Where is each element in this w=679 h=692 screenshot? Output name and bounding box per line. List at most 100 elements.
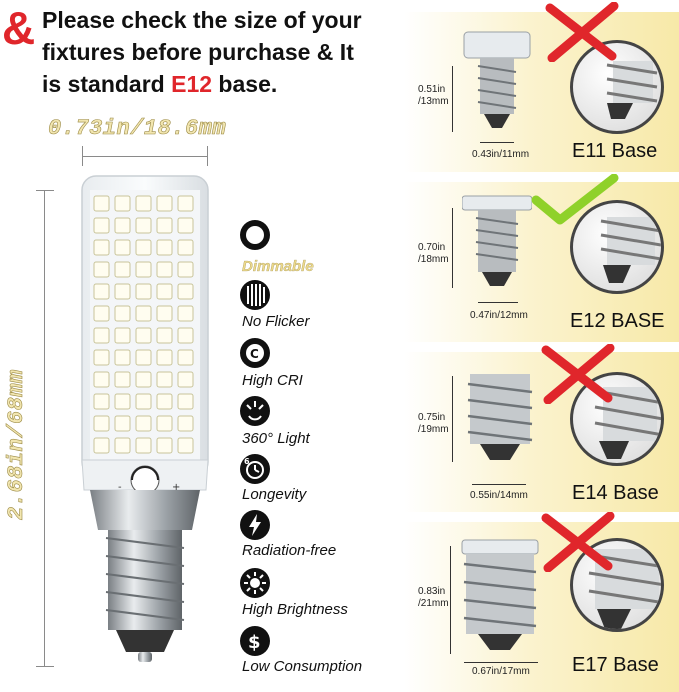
led-chip [93,437,110,454]
led-chip [135,349,152,366]
led-chip [177,415,194,432]
feature-label-high-cri: High CRI [242,372,303,389]
e12-height-line [452,208,453,288]
led-chip [156,217,173,234]
e17-width-line [464,662,538,663]
led-chip [135,283,152,300]
led-chip [177,283,194,300]
led-chip [93,349,110,366]
e14-height-in: 0.75in [418,412,446,423]
led-chip [135,415,152,432]
headline-line-3-suffix: base. [212,71,278,97]
longevity-icon: 6 [240,454,270,484]
e11-height-in: 0.51in [418,84,446,95]
led-chip [114,415,131,432]
led-chip [135,393,152,410]
feature-label-high-brightness: High Brightness [242,601,348,618]
led-chip [156,283,173,300]
led-chip [114,327,131,344]
e17-height-line [450,546,451,654]
led-chip [156,239,173,256]
led-chip [114,305,131,322]
base-panel-e17: 0.83in/21mm 0.67in/17mm E17 Base [404,512,679,692]
led-chip [156,327,173,344]
e12-width-label: 0.47in/12mm [470,310,528,321]
led-chip [135,217,152,234]
e11-height-line [452,66,453,132]
e12-height-in: 0.70in [418,242,446,253]
led-chip [135,437,152,454]
led-chip [93,239,110,256]
e14-width-line [472,484,526,485]
feature-label-no-flicker: No Flicker [242,313,310,330]
e11-height-label: 0.51in/13mm [418,84,449,108]
e14-base-closeup [570,372,664,466]
led-chip [114,217,131,234]
led-chip [93,415,110,432]
svg-text:6: 6 [244,457,250,466]
e12-base-closeup [570,200,664,294]
led-chip [156,349,173,366]
led-chip [177,371,194,388]
e11-width-line [480,142,514,143]
approved-check-icon-e12 [531,174,619,225]
e11-base-name: E11 Base [572,140,658,162]
e17-height-label: 0.83in/21mm [418,586,449,610]
no-flicker-icon [240,280,270,310]
e17-height-in: 0.83in [418,586,446,597]
lightning-icon [240,510,270,540]
width-dimension-line [82,156,208,157]
led-chip [156,305,173,322]
led-chip [177,393,194,410]
dollar-icon: $ [240,626,270,656]
bulb-height-label: 2.68in/68mm [4,369,30,520]
e12-height-mm: /18mm [418,254,449,265]
led-chip [177,261,194,278]
led-chip [93,305,110,322]
led-chip [93,217,110,234]
e11-base-closeup [570,40,664,134]
light-360-icon [240,396,270,426]
feature-label-radiation-free: Radiation-free [242,542,337,559]
headline-line-3-prefix: is standard [42,71,172,97]
rejected-x-icon-e14 [541,344,615,404]
height-dimension-line [44,190,45,666]
dimmer-plus-mark: + [172,482,180,493]
led-chip [177,239,194,256]
led-chip [156,393,173,410]
base-panel-e12: 0.70in/18mm 0.47in/12mm E12 BASE [404,174,679,342]
led-chip [177,327,194,344]
e17-width-label: 0.67in/17mm [472,666,530,677]
high-cri-icon: C [240,338,270,368]
led-chip [93,327,110,344]
led-chip [156,437,173,454]
e12-base-name: E12 BASE [570,310,665,332]
led-chip [93,261,110,278]
svg-text:C: C [250,347,259,361]
brightness-icon [240,568,270,598]
led-chip [114,393,131,410]
led-chip [93,371,110,388]
led-chip [135,195,152,212]
led-corn-bulb-image: - + [81,175,209,662]
height-dimension-tick-top [36,190,54,191]
headline-line-2: fixtures before purchase & It [42,39,354,65]
led-chip [156,261,173,278]
e14-base-name: E14 Base [572,482,659,504]
e14-width-label: 0.55in/14mm [470,490,528,501]
feature-label-low-consumption: Low Consumption [242,658,363,675]
e17-base-closeup [570,538,664,632]
led-chip [156,415,173,432]
height-dimension-tick-bottom [36,666,54,667]
led-chip [114,437,131,454]
e11-base-photo [463,31,531,128]
width-dimension-tick-left [82,146,83,166]
headline-e12-highlight: E12 [171,71,213,97]
led-chip [177,437,194,454]
led-chip [93,393,110,410]
dimmable-icon [240,220,270,250]
led-chip [135,261,152,278]
base-panel-e14: 0.75in/19mm 0.55in/14mm E14 Base [404,344,679,512]
feature-label-longevity: Longevity [242,486,307,503]
led-chip [114,371,131,388]
